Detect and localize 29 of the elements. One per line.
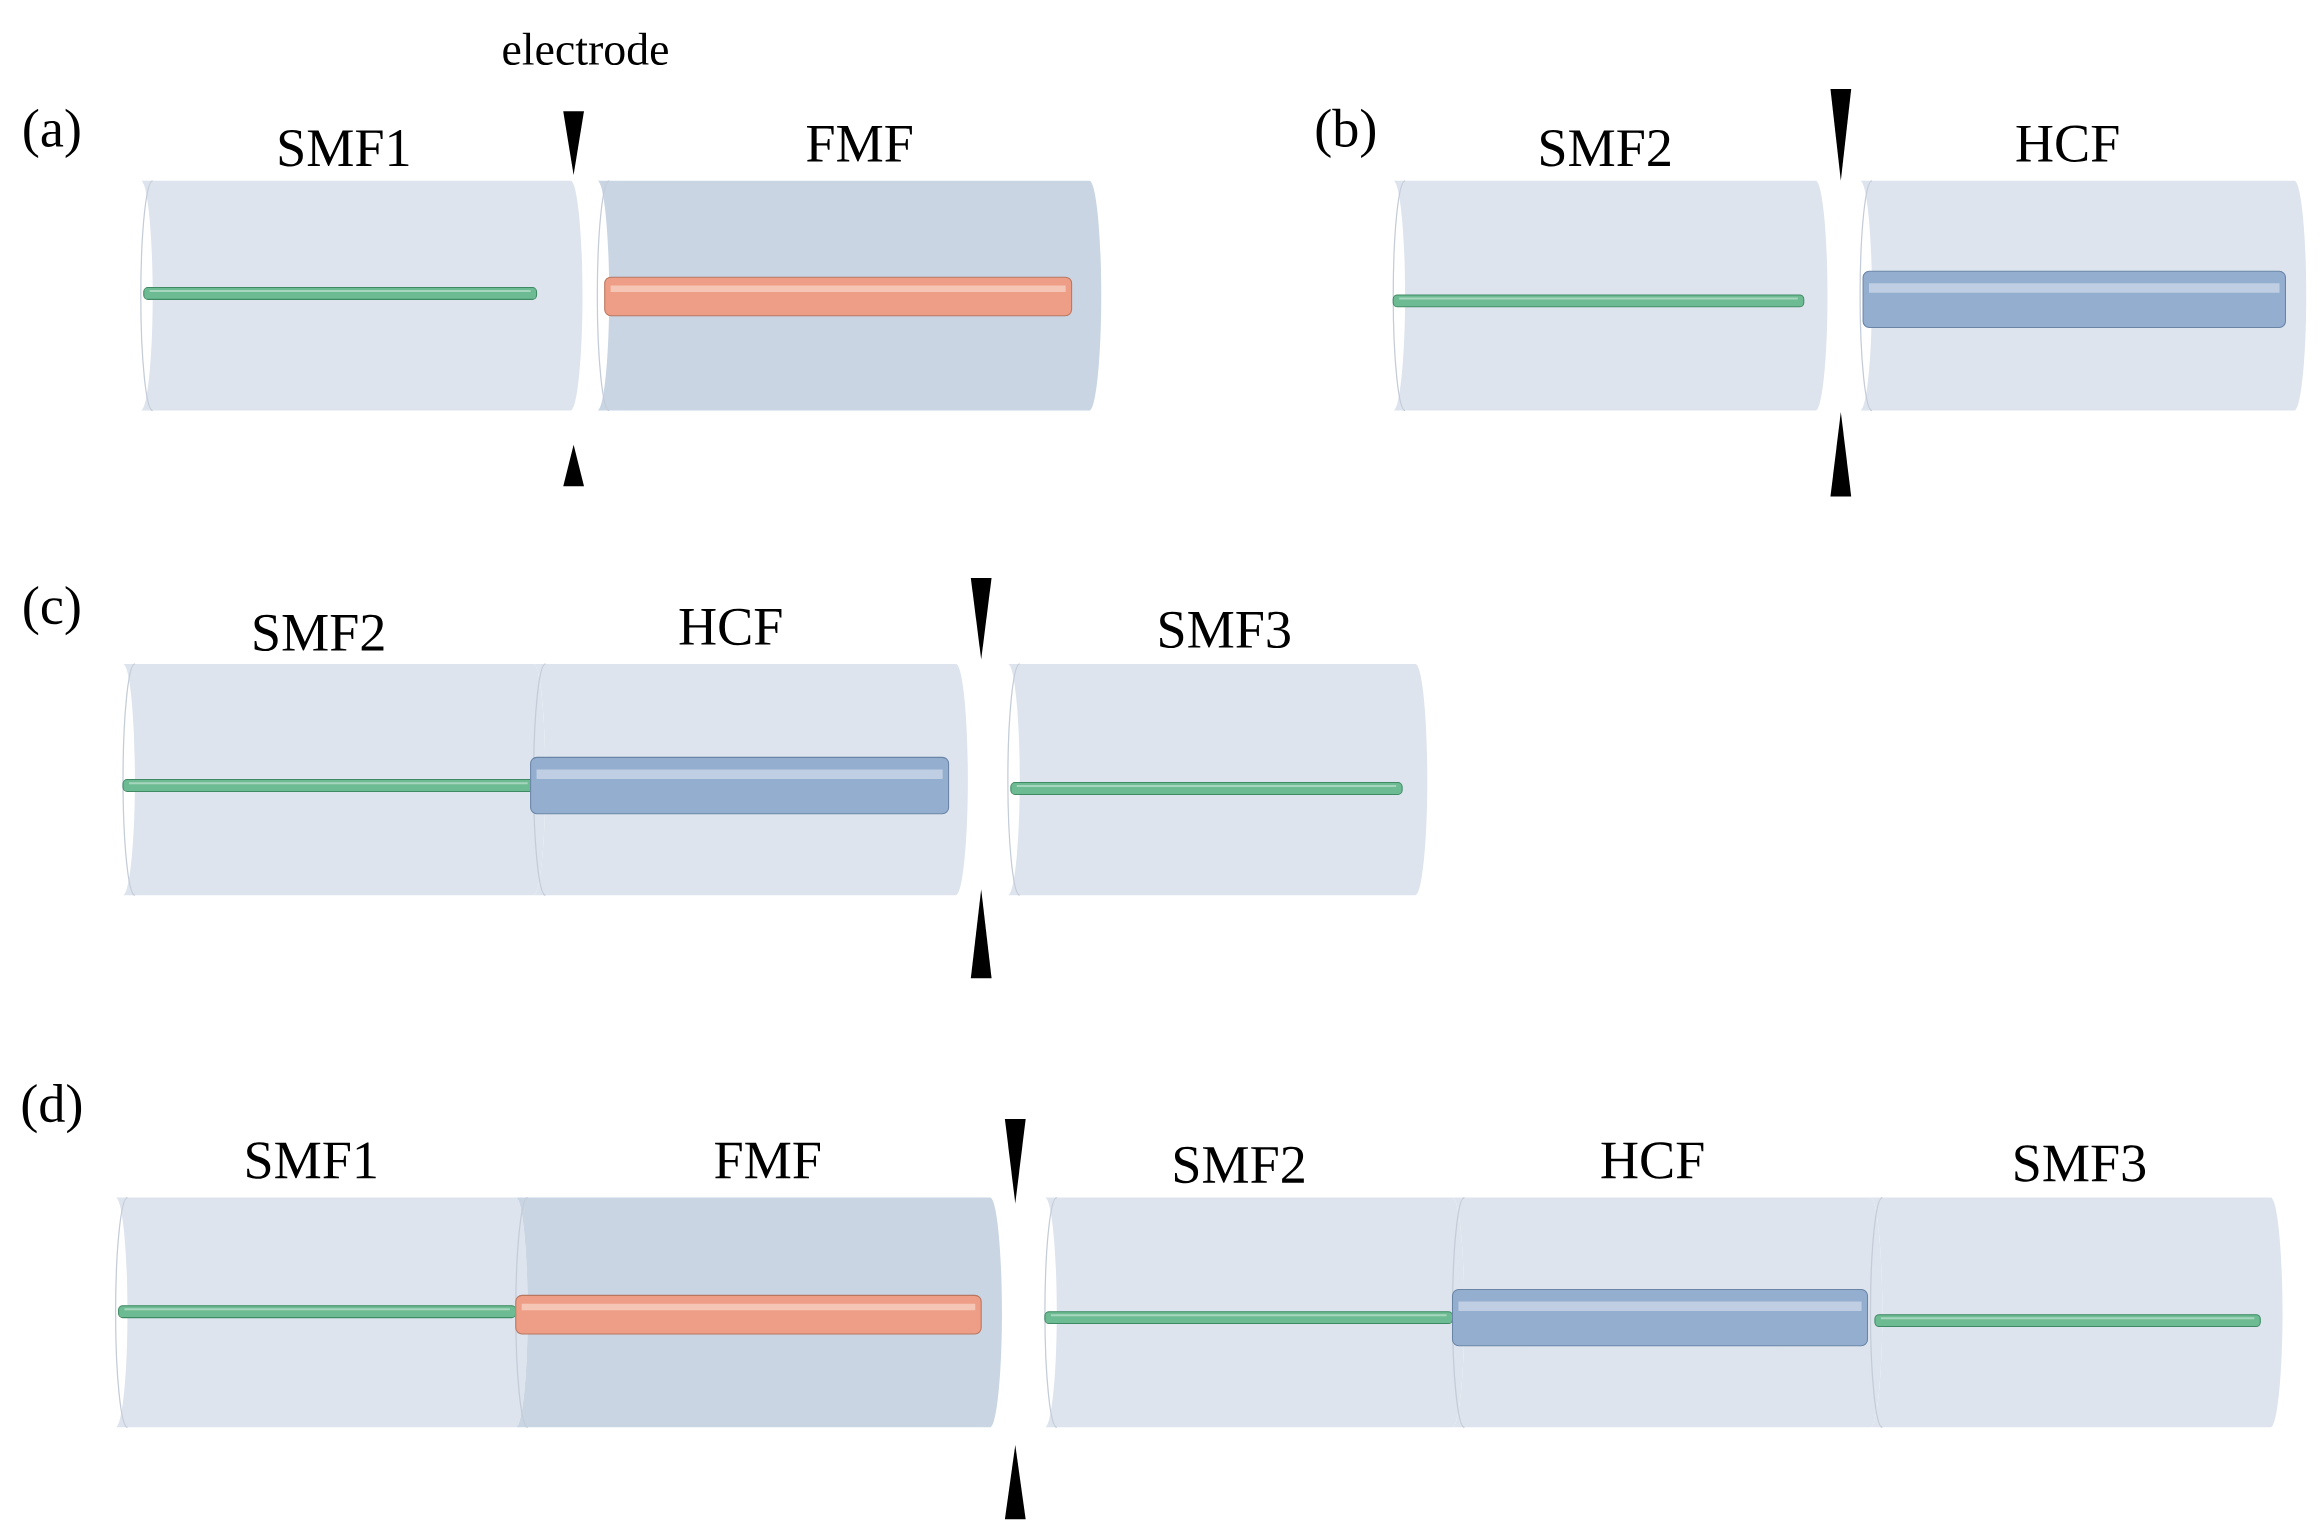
fiber-segment — [1392, 180, 1828, 412]
fiber-segment — [1451, 1196, 1883, 1428]
fiber-label: FMF — [715, 1142, 820, 1179]
fiber-label: SMF3 — [1160, 611, 1290, 649]
electrode-label: electrode — [503, 32, 668, 66]
panel-label: (d) — [22, 1084, 82, 1134]
fiber-segment — [1007, 663, 1428, 896]
fiber-segment — [1044, 1196, 1465, 1428]
fiber-label: SMF2 — [1541, 130, 1670, 167]
fiber-segment — [1859, 180, 2307, 412]
fiber-label: HCF — [679, 608, 782, 646]
fiber-segment — [530, 663, 968, 896]
panel-label: (a) — [24, 108, 80, 158]
fiber-label: HCF — [1601, 1142, 1704, 1179]
fiber-label: SMF2 — [254, 614, 384, 652]
fiber-segment — [1869, 1196, 2283, 1428]
panel-label: (b) — [1316, 108, 1375, 158]
fiber-label: FMF — [807, 126, 912, 162]
fiber-label: SMF1 — [279, 130, 409, 167]
fiber-segment — [115, 1196, 528, 1428]
panel-label: (c) — [24, 586, 80, 636]
fiber-segment — [596, 180, 1102, 412]
fiber-segment — [515, 1196, 1002, 1428]
fiber-segment — [122, 663, 546, 896]
fiber-label: SMF3 — [2015, 1145, 2146, 1182]
fiber-label: HCF — [2016, 125, 2119, 162]
fiber-label: SMF1 — [247, 1142, 376, 1179]
fiber-label: SMF2 — [1174, 1146, 1304, 1184]
fiber-segment — [140, 180, 583, 412]
